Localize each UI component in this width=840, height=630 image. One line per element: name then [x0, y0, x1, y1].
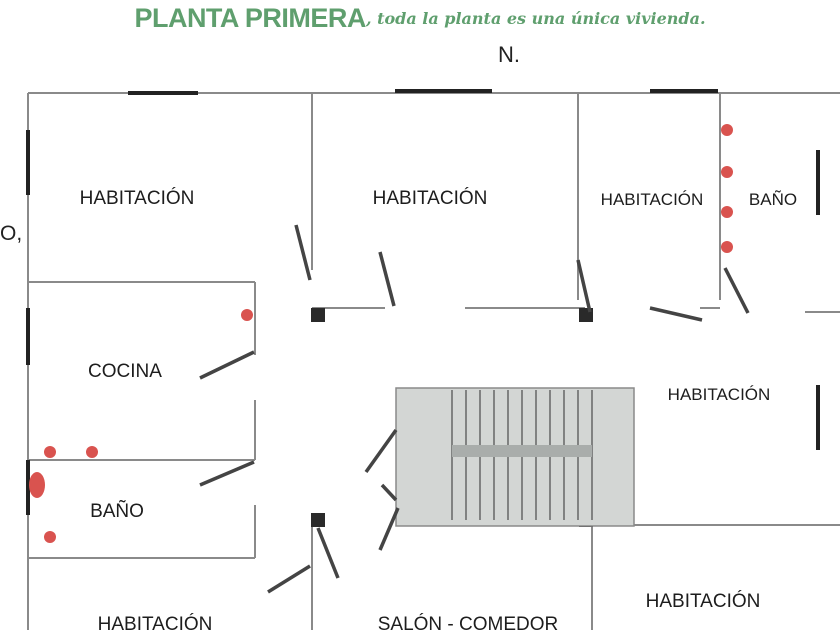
plan-header: PLANTA PRIMERA, toda la planta es una ún… — [0, 0, 840, 44]
room-label-habitacion-ne: HABITACIÓN — [601, 190, 704, 209]
room-label-cocina: COCINA — [88, 361, 162, 382]
room-label-habitacion-se: HABITACIÓN — [646, 590, 761, 612]
room-label-salon-comedor: SALÓN - COMEDOR — [378, 613, 559, 630]
plan-subtitle: , toda la planta es una única vivienda. — [365, 9, 706, 28]
room-label-habitacion-e: HABITACIÓN — [668, 385, 771, 404]
doors — [199, 224, 750, 594]
room-label-habitacion-n-center: HABITACIÓN — [373, 187, 488, 209]
windows — [26, 89, 820, 515]
edge-fragment-text: O, — [0, 222, 23, 245]
staircase — [395, 387, 635, 527]
room-label-bano-w: BAÑO — [90, 500, 144, 522]
room-label-bano-ne: BAÑO — [749, 190, 797, 209]
room-labels: HABITACIÓN HABITACIÓN HABITACIÓN BAÑO CO… — [80, 187, 797, 630]
room-label-habitacion-sw: HABITACIÓN — [98, 613, 213, 630]
fixtures — [29, 124, 733, 543]
room-label-habitacion-nw: HABITACIÓN — [80, 187, 195, 209]
plan-title: PLANTA PRIMERA — [134, 3, 366, 33]
north-marker: N. — [498, 42, 520, 67]
